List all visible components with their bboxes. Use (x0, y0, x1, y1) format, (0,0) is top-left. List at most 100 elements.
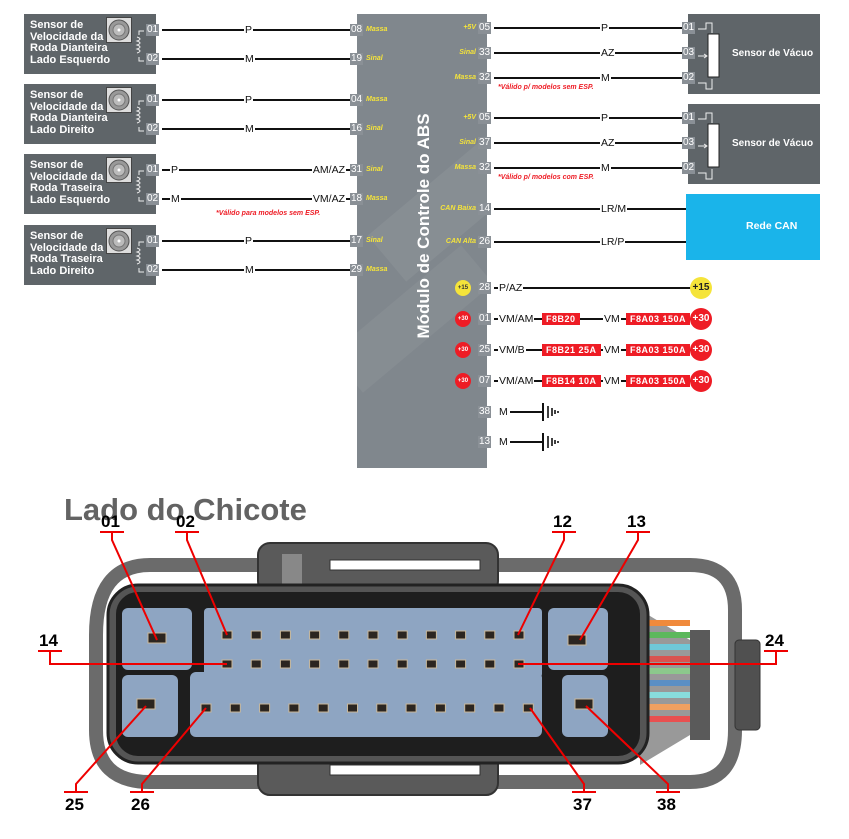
ignition-15-terminal: +15 (690, 277, 712, 299)
connector-terminal (567, 634, 587, 646)
battery-30-terminal: +30 (690, 339, 712, 361)
sensor-name-line: Lado Esquerdo (30, 193, 111, 206)
module-pin: 28 (478, 282, 492, 294)
wire-color-label: M (244, 264, 255, 276)
module-pin-function: +5V (463, 114, 476, 121)
sensor-pin: 02 (146, 123, 160, 135)
connector-terminal (455, 659, 467, 669)
sensor-pin: 01 (146, 235, 160, 247)
sensor-pin: 01 (146, 164, 160, 176)
module-pin: 32 (478, 162, 492, 174)
connector-terminal (425, 630, 437, 640)
sensor-name-line: Lado Direito (30, 264, 95, 277)
wire (162, 128, 350, 130)
potentiometer-icon (696, 19, 722, 91)
module-pin: 13 (478, 436, 492, 448)
connector-drawing (38, 531, 788, 796)
sensor-name-line: Velocidade da (30, 30, 104, 43)
connector-terminal (250, 630, 262, 640)
wheel-speed-sensor-icon (106, 87, 132, 113)
wheel-speed-sensor-box (24, 14, 156, 74)
module-pin: 07 (478, 375, 492, 387)
callout-leader-line (579, 531, 650, 641)
wire (494, 208, 686, 210)
sensor-pin: 02 (146, 264, 160, 276)
sensor-name-line: Velocidade da (30, 170, 104, 183)
pin-callout-number: 37 (573, 795, 592, 814)
pin-callout-number: 24 (765, 631, 784, 650)
connector-terminal (574, 698, 594, 710)
module-pin-function: Massa (454, 74, 476, 81)
connector-terminal (309, 630, 321, 640)
connector-terminal (317, 703, 329, 713)
wire-color-label: VM/AM (498, 313, 535, 325)
wire-color-label: LR/P (600, 236, 626, 248)
sensor-pin: 02 (682, 72, 696, 84)
coil-icon (134, 29, 146, 63)
fuse-label: F8B14 10A (542, 375, 601, 387)
connector-terminal (484, 630, 496, 640)
wire-color-label: AZ (600, 47, 616, 59)
pin-callout-number: 12 (553, 512, 572, 531)
connector-terminal (259, 703, 271, 713)
module-pin: 18 (350, 193, 364, 205)
sensor-pin: 01 (682, 22, 696, 34)
connector-terminal (522, 703, 534, 713)
connector-terminal (338, 659, 350, 669)
module-pin-function: Sinal (459, 139, 476, 146)
wire-color-label: M (244, 123, 255, 135)
validity-note: *Válido para modelos sem ESP. (216, 210, 321, 217)
pin-callout-number: 02 (176, 512, 195, 531)
module-pin-function: Massa (454, 164, 476, 171)
pin-callout-number: 26 (131, 795, 150, 814)
fuse-label: F8B20 (542, 313, 580, 325)
wire (494, 77, 682, 79)
fuse-label: F8B21 25A (542, 344, 601, 356)
wire-color-label: VM/AM (498, 375, 535, 387)
wire-color-label: M (498, 406, 509, 418)
wire (494, 27, 682, 29)
connector-terminal (396, 659, 408, 669)
connector-title: Lado do Chicote (64, 492, 307, 527)
wire-bundle (640, 610, 761, 765)
connector-terminal (347, 703, 358, 713)
wire-color-label: M (600, 162, 611, 174)
module-pin-function: Sinal (366, 55, 383, 62)
module-pin: 16 (350, 123, 364, 135)
module-pin: 05 (478, 112, 492, 124)
fuse-label: F8A03 150A (626, 344, 691, 356)
wire-color-label: P (170, 164, 180, 176)
top-locking-tab (257, 542, 499, 594)
callout-leader-line (100, 531, 158, 641)
callout-leader-line (175, 531, 228, 636)
connector-terminal (367, 630, 379, 640)
sensor-name-line: Sensor de (30, 230, 84, 242)
callout-leader-line (130, 707, 207, 793)
pin-callout-number: 38 (657, 795, 676, 814)
module-pin: 17 (350, 235, 364, 247)
wheel-speed-sensor-box (24, 225, 156, 285)
wire-color-label: VM (603, 313, 621, 325)
vacuum-sensor-name: Sensor de Vácuo (732, 48, 814, 59)
module-pin-function: Sinal (366, 166, 383, 173)
sensor-name-line: Sensor de (30, 19, 84, 31)
wire-color-label: M (600, 72, 611, 84)
wire (494, 241, 686, 243)
coil-icon (134, 99, 146, 133)
sensor-pin: 01 (682, 112, 696, 124)
battery-30-badge: +30 (455, 342, 471, 358)
connector-terminal (425, 659, 437, 669)
wire-color-label: P (244, 94, 254, 106)
sensor-pin: 03 (682, 47, 696, 59)
sensor-pin: 01 (146, 94, 160, 106)
wire (162, 269, 350, 271)
battery-30-badge: +30 (455, 373, 471, 389)
sensor-name-line: Sensor de (30, 159, 84, 171)
sensor-pin: 03 (682, 137, 696, 149)
validity-note: *Válido p/ modelos sem ESP. (498, 84, 594, 91)
abs-module-title: Módulo de Controle do ABS (414, 113, 433, 339)
callout-leader-line (518, 650, 788, 665)
